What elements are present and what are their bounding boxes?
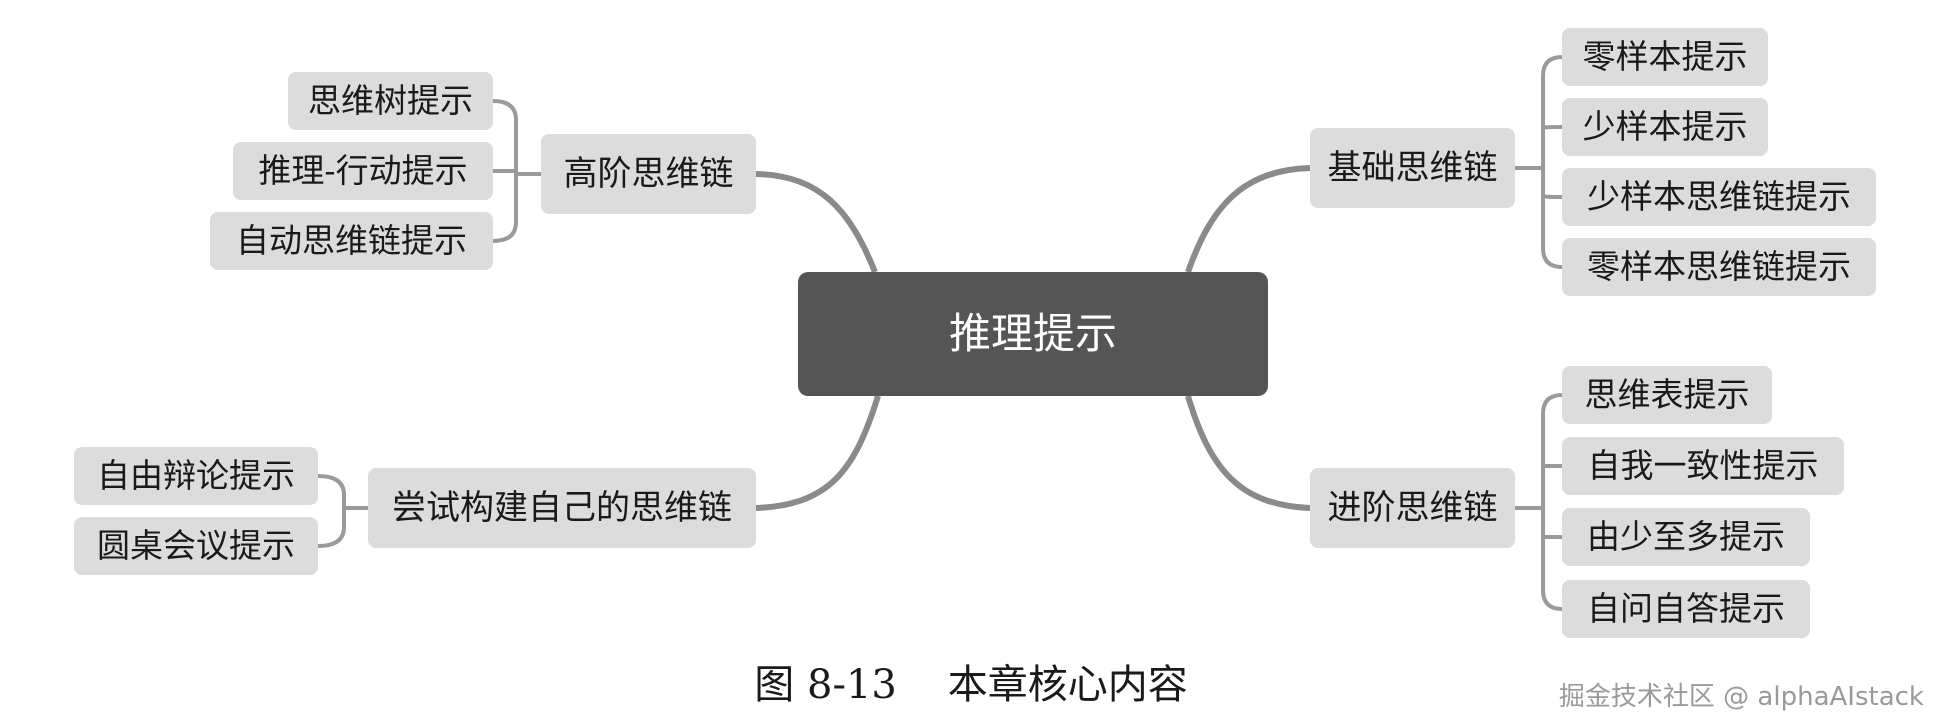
link-build-leaves [317, 474, 368, 548]
leaf-basic-4: 零样本思维链提示 [1562, 238, 1876, 296]
leaf-advanced-3: 由少至多提示 [1562, 508, 1810, 566]
leaf-higher-1: 思维树提示 [288, 72, 493, 130]
leaf-advanced-1: 思维表提示 [1562, 366, 1772, 424]
leaf-basic-1: 零样本提示 [1562, 28, 1768, 86]
link-advanced-leaves [1515, 393, 1563, 611]
figure-title: 本章核心内容 [947, 662, 1188, 708]
leaf-advanced-2: 自我一致性提示 [1562, 437, 1844, 495]
leaf-basic-2: 少样本提示 [1562, 98, 1768, 156]
leaf-build-2: 圆桌会议提示 [74, 517, 318, 575]
link-root-basic [1185, 165, 1311, 274]
link-root-build [755, 395, 881, 511]
link-basic-leaves [1515, 55, 1563, 269]
branch-advanced: 进阶思维链 [1310, 468, 1515, 548]
link-root-higher [755, 171, 878, 274]
leaf-higher-3: 自动思维链提示 [210, 212, 493, 270]
branch-build: 尝试构建自己的思维链 [368, 468, 756, 548]
leaf-advanced-4: 自问自答提示 [1562, 580, 1810, 638]
leaf-build-1: 自由辩论提示 [74, 447, 318, 505]
root-node: 推理提示 [798, 272, 1268, 396]
leaf-higher-2: 推理-行动提示 [233, 142, 493, 200]
link-higher-leaves [492, 99, 541, 243]
link-root-advanced [1185, 395, 1311, 511]
figure-number: 图 8-13 [754, 662, 897, 708]
watermark: 掘金技术社区 @ alphaAIstack [1558, 682, 1924, 712]
leaf-basic-3: 少样本思维链提示 [1562, 168, 1876, 226]
branch-higher: 高阶思维链 [541, 134, 756, 214]
branch-basic: 基础思维链 [1310, 128, 1515, 208]
figure-caption: 图 8-13 本章核心内容 [0, 652, 1942, 710]
